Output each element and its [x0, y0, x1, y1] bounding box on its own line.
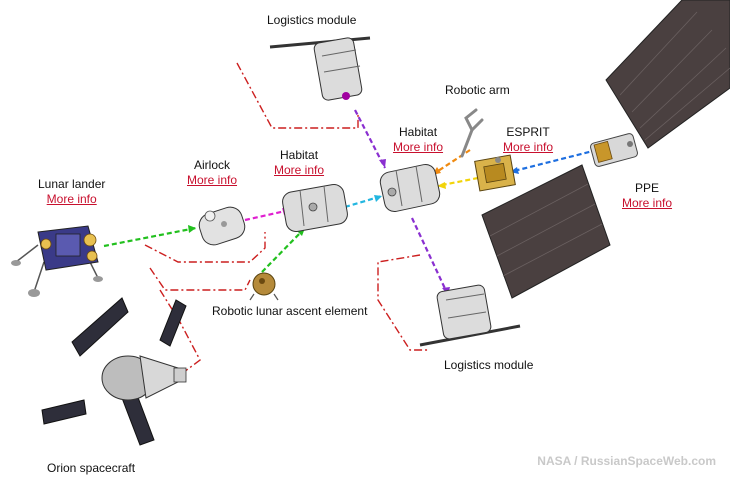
- label-logistics-module-bottom: Logistics module: [444, 358, 533, 373]
- guide-line-ascent: [149, 267, 251, 291]
- ppe-more-info-link[interactable]: More info: [622, 196, 673, 210]
- habitat-module-1: [282, 184, 348, 232]
- label-esprit-name: ESPRIT: [506, 125, 550, 139]
- ppe-solar-array-top: [605, 0, 730, 149]
- lunar-lander: [11, 225, 103, 297]
- esprit-more-info-link[interactable]: More info: [503, 140, 554, 154]
- label-orion-spacecraft: Orion spacecraft: [47, 461, 135, 476]
- guide-line-logistics-bottom: [377, 254, 430, 351]
- label-habitat-2-name: Habitat: [399, 125, 438, 139]
- guide-line-orion: [159, 289, 201, 376]
- image-credit: NASA / RussianSpaceWeb.com: [537, 454, 716, 468]
- label-ppe: PPE More info: [622, 181, 672, 211]
- robotic-arm: [460, 108, 484, 158]
- label-habitat-1-name: Habitat: [280, 148, 319, 162]
- label-airlock-name: Airlock: [194, 158, 231, 172]
- lunar-lander-more-info-link[interactable]: More info: [46, 192, 97, 206]
- arrowhead-airlock: [188, 225, 196, 233]
- label-esprit: ESPRIT More info: [503, 125, 553, 155]
- guide-line-airlock: [144, 232, 266, 263]
- arrow-habitat-logistics: [411, 217, 449, 296]
- esprit-module: [474, 154, 516, 192]
- guide-lines: [144, 62, 430, 376]
- logistics-module-top: [269, 36, 371, 101]
- label-airlock: Airlock More info: [187, 158, 237, 188]
- logistics-module-bottom: [419, 284, 521, 347]
- habitat-2-more-info-link[interactable]: More info: [393, 140, 444, 154]
- arrowhead-habitat-top: [379, 159, 386, 168]
- label-habitat-1: Habitat More info: [274, 148, 324, 178]
- robotic-ascent-element: [249, 272, 279, 301]
- arrow-lander-airlock: [103, 226, 197, 248]
- label-lunar-lander: Lunar lander More info: [38, 177, 105, 207]
- airlock-module: [198, 206, 246, 246]
- ppe-module: [590, 133, 638, 167]
- label-robotic-arm: Robotic arm: [445, 83, 510, 98]
- guide-line-logistics-top: [236, 62, 359, 129]
- orion-spacecraft: [41, 297, 187, 446]
- label-orion-name: Orion spacecraft: [47, 461, 136, 475]
- label-logistics-bottom-name: Logistics module: [444, 358, 534, 372]
- label-logistics-module-top: Logistics module: [267, 13, 356, 28]
- arrow-ascent-habitat: [261, 227, 306, 273]
- arrow-logistics-habitat: [354, 109, 386, 169]
- airlock-more-info-link[interactable]: More info: [187, 173, 238, 187]
- label-lunar-lander-name: Lunar lander: [38, 177, 106, 191]
- arrowhead-habitat-2: [374, 195, 382, 202]
- label-habitat-2: Habitat More info: [393, 125, 443, 155]
- habitat-1-more-info-link[interactable]: More info: [274, 163, 325, 177]
- label-ascent-element-name: Robotic lunar ascent element: [212, 304, 368, 318]
- arrowhead-esprit: [437, 182, 446, 189]
- label-robotic-arm-name: Robotic arm: [445, 83, 510, 97]
- label-robotic-ascent-element: Robotic lunar ascent element: [212, 304, 367, 319]
- arrow-ppe-esprit: [509, 148, 598, 174]
- label-ppe-name: PPE: [635, 181, 660, 195]
- label-logistics-top-name: Logistics module: [267, 13, 357, 27]
- ppe-solar-array-bottom: [481, 164, 611, 299]
- habitat-module-2: [379, 163, 441, 213]
